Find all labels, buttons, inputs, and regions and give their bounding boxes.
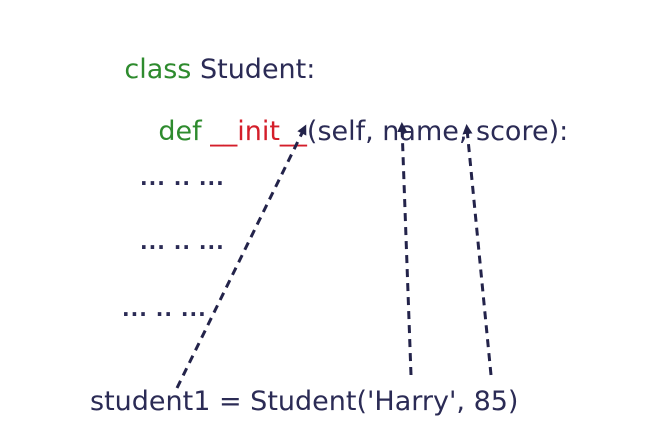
class-definition-line: class Student:	[90, 29, 315, 110]
ellipsis-line-1: ... .. ...	[140, 166, 225, 190]
class-keyword: class	[124, 54, 192, 85]
instantiation-line: student1 = Student('Harry', 85)	[90, 386, 519, 417]
init-parameters: (self, name, score):	[306, 116, 569, 147]
init-definition-line: def __init__(self, name, score):	[124, 91, 568, 172]
ellipsis-line-3: ... .. ...	[122, 297, 207, 321]
ellipsis-line-2: ... .. ...	[140, 230, 225, 254]
init-method-name: __init__	[210, 116, 307, 147]
class-name: Student:	[199, 54, 316, 85]
def-keyword: def	[158, 116, 202, 147]
